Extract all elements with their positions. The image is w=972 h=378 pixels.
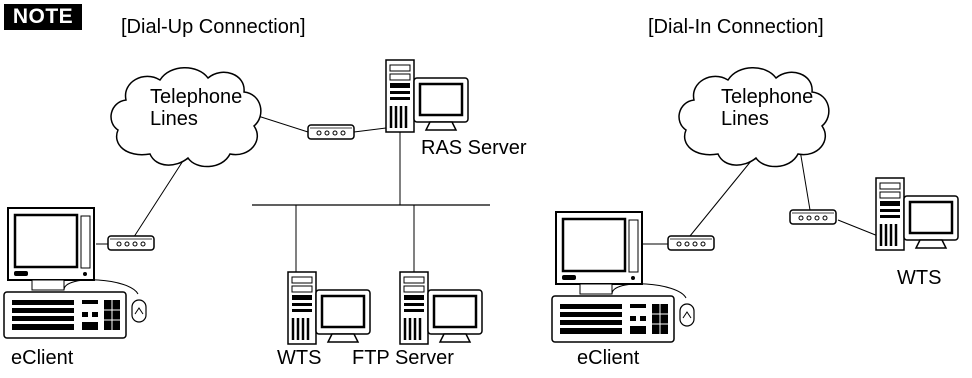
cloud-label-line1: Telephone (721, 86, 813, 108)
cable (799, 149, 811, 211)
dial-up-heading: [Dial-Up Connection] (121, 16, 306, 38)
cable (257, 115, 309, 133)
client-modem (667, 235, 715, 251)
client-modem (107, 235, 155, 251)
eclient-workstation (550, 210, 696, 344)
cloud-label-line1: Telephone (150, 86, 242, 108)
wts-server (876, 178, 958, 250)
dial-in-heading: [Dial-In Connection] (648, 16, 824, 38)
wts-server (288, 272, 370, 344)
ras-server-label: RAS Server (421, 137, 527, 159)
eclient-label: eClient (577, 347, 640, 369)
cable (129, 149, 191, 244)
cable (837, 219, 879, 237)
wts-modem (789, 209, 837, 225)
ftp-server-label: FTP Server (352, 347, 454, 369)
note-badge: NOTE (4, 4, 82, 30)
ras-modem (307, 124, 355, 140)
eclient-workstation (2, 206, 148, 340)
eclient-label: eClient (11, 347, 74, 369)
wts-label: WTS (277, 347, 321, 369)
wts-label: WTS (897, 267, 941, 289)
cloud-label-line2: Lines (721, 108, 769, 130)
ras-server (386, 60, 468, 132)
cloud-label-line2: Lines (150, 108, 198, 130)
cable (689, 149, 761, 237)
ftp-server (400, 272, 482, 344)
cable (353, 127, 387, 133)
